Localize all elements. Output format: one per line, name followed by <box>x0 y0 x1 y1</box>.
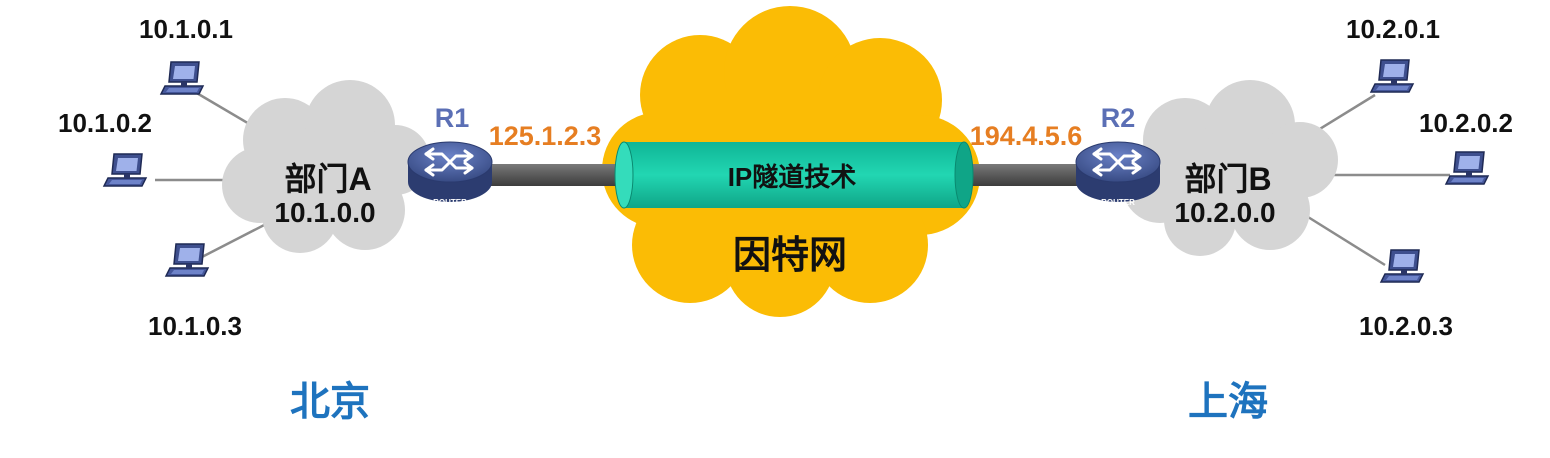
dept-name: 部门B <box>1184 161 1271 197</box>
dept-network: 10.1.0.0 <box>274 197 375 228</box>
left-dept-cloud <box>222 80 430 253</box>
computer-icon <box>1380 249 1424 283</box>
router-badge-r1: ROUTER <box>433 198 467 207</box>
router-badge-r2: ROUTER <box>1101 198 1135 207</box>
computer-icon <box>1370 59 1414 93</box>
internet-label: 因特网 <box>733 235 847 277</box>
host-label: 10.1.0.3 <box>148 311 242 341</box>
host-label: 10.2.0.2 <box>1419 108 1513 138</box>
host-label: 10.1.0.2 <box>58 108 152 138</box>
dept-name: 部门A <box>284 161 371 197</box>
dept-network: 10.2.0.0 <box>1174 197 1275 228</box>
link-tunnel-r2 <box>955 164 1090 186</box>
router-icon: ROUTER <box>406 140 494 207</box>
computer-icon <box>165 243 209 277</box>
router-ip: 194.4.5.6 <box>970 121 1083 151</box>
link-r1-tunnel <box>470 164 630 186</box>
host-label: 10.2.0.1 <box>1346 14 1440 44</box>
city-label: 北京 <box>290 380 370 424</box>
computer-icon <box>1445 151 1489 185</box>
computer-icon <box>160 61 204 95</box>
router-name: R1 <box>435 103 470 133</box>
ip-tunnel <box>614 141 974 209</box>
right-dept-cloud <box>1122 80 1338 256</box>
city-label: 上海 <box>1188 380 1268 424</box>
router-icon: ROUTER <box>1074 140 1162 207</box>
computer-icon <box>103 153 147 187</box>
router-ip: 125.1.2.3 <box>489 121 602 151</box>
host-label: 10.1.0.1 <box>139 14 233 44</box>
tunnel-label: IP隧道技术 <box>728 162 857 192</box>
host-label: 10.2.0.3 <box>1359 311 1453 341</box>
router-name: R2 <box>1101 103 1136 133</box>
